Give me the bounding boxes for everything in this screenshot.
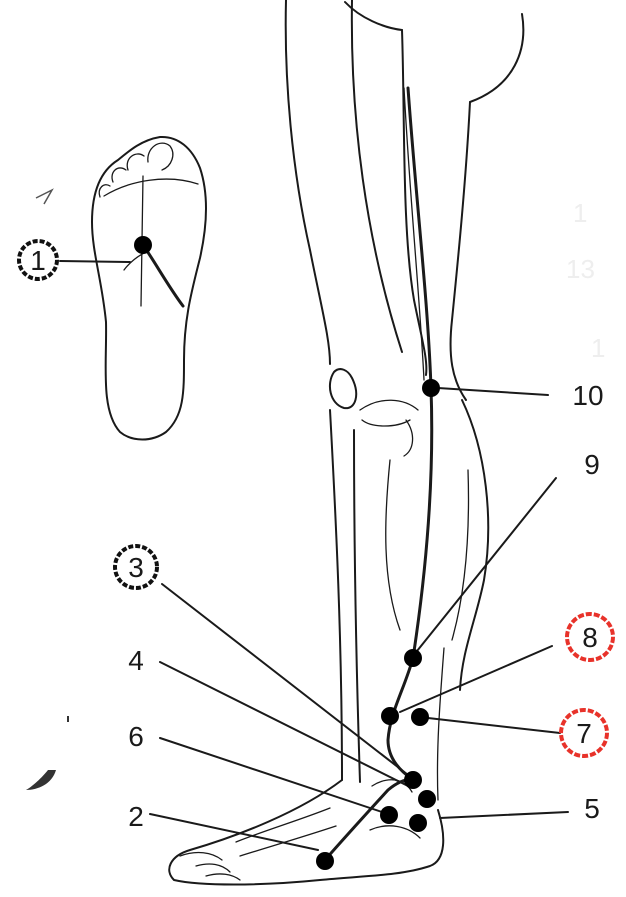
foot-outline	[169, 780, 443, 885]
leader-9	[413, 478, 556, 656]
thigh-left-outline	[286, 0, 330, 364]
toe-2	[127, 154, 144, 170]
label-8: 8	[582, 622, 598, 653]
faint-text-1b: 1	[591, 333, 605, 363]
point-10	[422, 379, 440, 397]
calf-muscle	[452, 470, 468, 640]
leader-8	[400, 646, 552, 712]
leader-1	[60, 261, 130, 262]
leg-channel-line	[408, 88, 432, 658]
garment-curve	[345, 2, 402, 30]
toes	[180, 853, 240, 880]
faint-text-13: 13	[566, 254, 595, 284]
point-4	[418, 790, 436, 808]
point-2	[316, 852, 334, 870]
foot-sole-drawing	[92, 137, 206, 440]
stray-mark-1	[36, 190, 52, 204]
leader-5	[440, 812, 568, 818]
labels: 1 3 4 6 2 10 9 8 7 5	[19, 241, 613, 832]
point-6	[380, 806, 398, 824]
shin-left-outline	[330, 410, 342, 780]
thigh-right-outline	[402, 30, 426, 375]
leader-7	[428, 718, 560, 733]
foot-channel-line	[325, 779, 418, 860]
leader-2	[150, 814, 318, 850]
toe-line	[104, 179, 198, 196]
label-6: 6	[128, 721, 144, 752]
leader-4	[160, 662, 408, 786]
patella-outline	[330, 369, 356, 408]
achilles-line	[437, 648, 444, 800]
calf-outline	[460, 400, 488, 690]
point-9	[404, 649, 422, 667]
other-leg-inner	[451, 102, 470, 400]
label-9: 9	[584, 449, 600, 480]
sole-outline	[92, 137, 206, 440]
leader-6	[160, 738, 388, 814]
fibula-line	[386, 460, 400, 630]
point-3	[404, 771, 422, 789]
leader-10	[438, 388, 548, 395]
label-1: 1	[30, 245, 46, 276]
point-1	[134, 236, 152, 254]
faint-markings: 1 13 1	[566, 198, 605, 363]
thigh-inner-line	[352, 0, 402, 352]
toe-1	[148, 143, 173, 170]
tibial-head	[362, 420, 410, 426]
label-7: 7	[576, 718, 592, 749]
stray-mark-2	[26, 770, 56, 790]
toe-3	[112, 168, 126, 182]
label-4: 4	[128, 645, 144, 676]
label-5: 5	[584, 793, 600, 824]
sole-channel-line	[143, 245, 183, 306]
points	[134, 236, 440, 870]
label-2: 2	[128, 801, 144, 832]
point-8	[381, 707, 399, 725]
label-3: 3	[128, 552, 144, 583]
point-7	[411, 708, 429, 726]
other-leg-outline	[470, 14, 523, 102]
leg-drawing	[169, 0, 523, 885]
faint-text-1: 1	[573, 198, 587, 228]
tibia-front-line	[354, 430, 360, 782]
metatarsals	[236, 808, 336, 856]
knee-joint-line	[360, 400, 418, 410]
fibula-head	[404, 420, 413, 456]
point-5	[409, 814, 427, 832]
label-10: 10	[572, 380, 603, 411]
